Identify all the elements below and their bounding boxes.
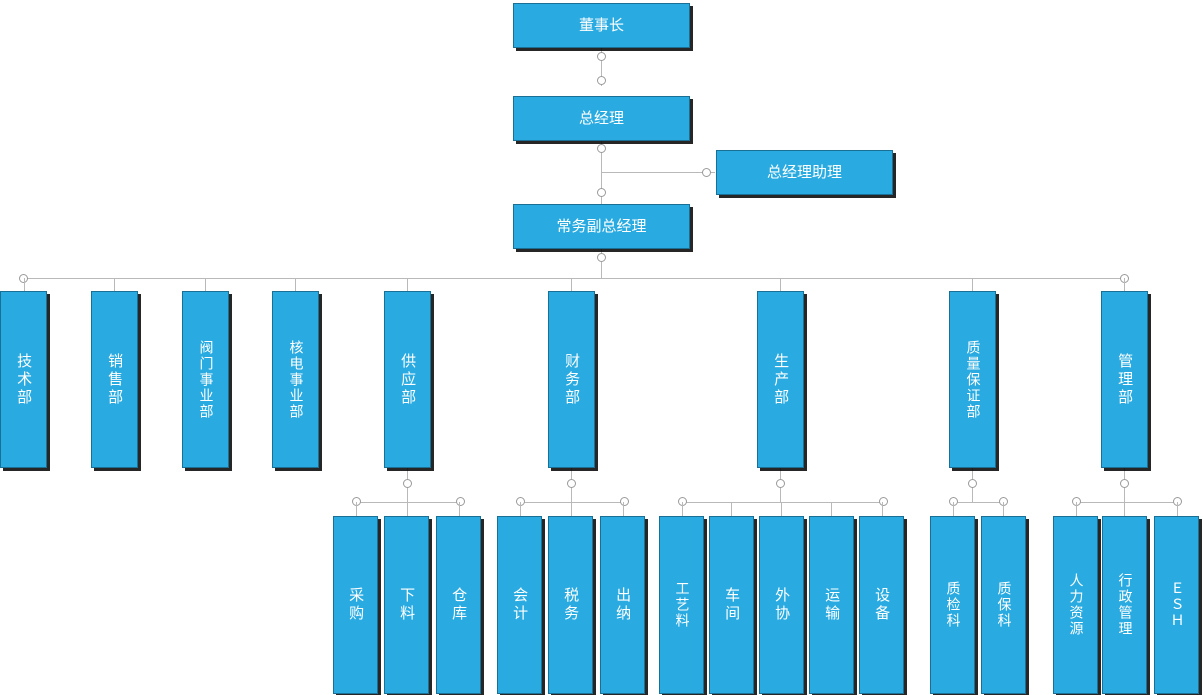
- connector-drop: [114, 278, 115, 291]
- connector-drop: [295, 278, 296, 291]
- node-sub-human-resources[interactable]: 人力资源: [1053, 516, 1098, 694]
- connector-drop: [571, 278, 572, 291]
- connector-gm-assistant: [601, 172, 715, 173]
- connector-dot: [620, 497, 629, 506]
- connector-management-bus: [1076, 502, 1177, 503]
- connector-dot: [456, 497, 465, 506]
- connector-drop: [1124, 278, 1125, 291]
- node-sub-cashier[interactable]: 出纳: [600, 516, 645, 694]
- node-sub-quality-guarantee[interactable]: 质保科: [981, 516, 1026, 694]
- node-gm-assistant[interactable]: 总经理助理: [716, 150, 893, 195]
- node-general-manager[interactable]: 总经理: [513, 96, 690, 141]
- connector-quality-bus: [953, 502, 1003, 503]
- connector-dot: [968, 479, 977, 488]
- connector-dot: [597, 76, 606, 85]
- connector-drop: [953, 502, 954, 516]
- node-department-supply[interactable]: 供应部: [384, 291, 431, 468]
- connector-dot: [776, 479, 785, 488]
- connector-drop: [205, 278, 206, 291]
- connector-dot: [1120, 479, 1129, 488]
- connector-drop: [781, 502, 782, 516]
- connector-drop: [24, 278, 25, 291]
- connector-drop: [407, 278, 408, 291]
- node-sub-process-material[interactable]: 工艺料: [659, 516, 704, 694]
- connector-drop: [882, 502, 883, 516]
- node-department-management[interactable]: 管理部: [1101, 291, 1148, 468]
- connector-production-bus: [682, 502, 884, 503]
- connector-drop: [571, 502, 572, 516]
- node-sub-transport[interactable]: 运输: [809, 516, 854, 694]
- connector-supply-bus: [356, 502, 461, 503]
- connector-dot: [702, 168, 711, 177]
- connector-drop: [831, 502, 832, 516]
- node-executive-vice-gm[interactable]: 常务副总经理: [513, 204, 690, 249]
- connector-drop: [1076, 502, 1077, 516]
- node-sub-tax[interactable]: 税务: [548, 516, 593, 694]
- connector-dot: [19, 274, 28, 283]
- connector-dot: [403, 479, 412, 488]
- node-sub-administration[interactable]: 行政管理: [1102, 516, 1147, 694]
- node-sub-accounting[interactable]: 会计: [497, 516, 542, 694]
- connector-drop: [459, 502, 460, 516]
- node-department-finance[interactable]: 财务部: [548, 291, 595, 468]
- connector-drop: [972, 278, 973, 291]
- connector-dot: [597, 253, 606, 262]
- node-sub-outsourcing[interactable]: 外协: [759, 516, 804, 694]
- connector-drop: [1003, 502, 1004, 516]
- node-department-sales[interactable]: 销售部: [91, 291, 138, 468]
- node-department-production[interactable]: 生产部: [757, 291, 804, 468]
- node-sub-esh[interactable]: ＥＳＨ: [1154, 516, 1199, 694]
- connector-drop: [520, 502, 521, 516]
- connector-finance-bus: [520, 502, 624, 503]
- connector-drop: [731, 502, 732, 516]
- connector-dot: [597, 52, 606, 61]
- connector-drop: [682, 502, 683, 516]
- connector-dot: [567, 479, 576, 488]
- connector-dot: [597, 144, 606, 153]
- node-sub-warehouse[interactable]: 仓库: [436, 516, 481, 694]
- node-department-technology[interactable]: 技术部: [0, 291, 47, 468]
- node-sub-workshop[interactable]: 车间: [709, 516, 754, 694]
- connector-dot: [597, 188, 606, 197]
- connector-drop: [407, 502, 408, 516]
- node-sub-blanking[interactable]: 下料: [384, 516, 429, 694]
- node-department-nuclear-division[interactable]: 核电事业部: [272, 291, 319, 468]
- connector-drop: [1177, 502, 1178, 516]
- connector-drop: [780, 278, 781, 291]
- connector-evgm-bus: [601, 249, 602, 279]
- connector-drop: [356, 502, 357, 516]
- connector-department-bus: [24, 278, 1125, 279]
- node-department-quality-assurance[interactable]: 质量保证部: [949, 291, 996, 468]
- node-chairman[interactable]: 董事长: [513, 3, 690, 48]
- node-sub-inspection[interactable]: 质检科: [930, 516, 975, 694]
- connector-drop: [1124, 502, 1125, 516]
- connector-chairman-gm: [601, 48, 602, 86]
- connector-drop: [623, 502, 624, 516]
- node-sub-purchasing[interactable]: 采购: [333, 516, 378, 694]
- node-sub-equipment[interactable]: 设备: [859, 516, 904, 694]
- node-department-valve-division[interactable]: 阀门事业部: [182, 291, 229, 468]
- connector-dot: [879, 497, 888, 506]
